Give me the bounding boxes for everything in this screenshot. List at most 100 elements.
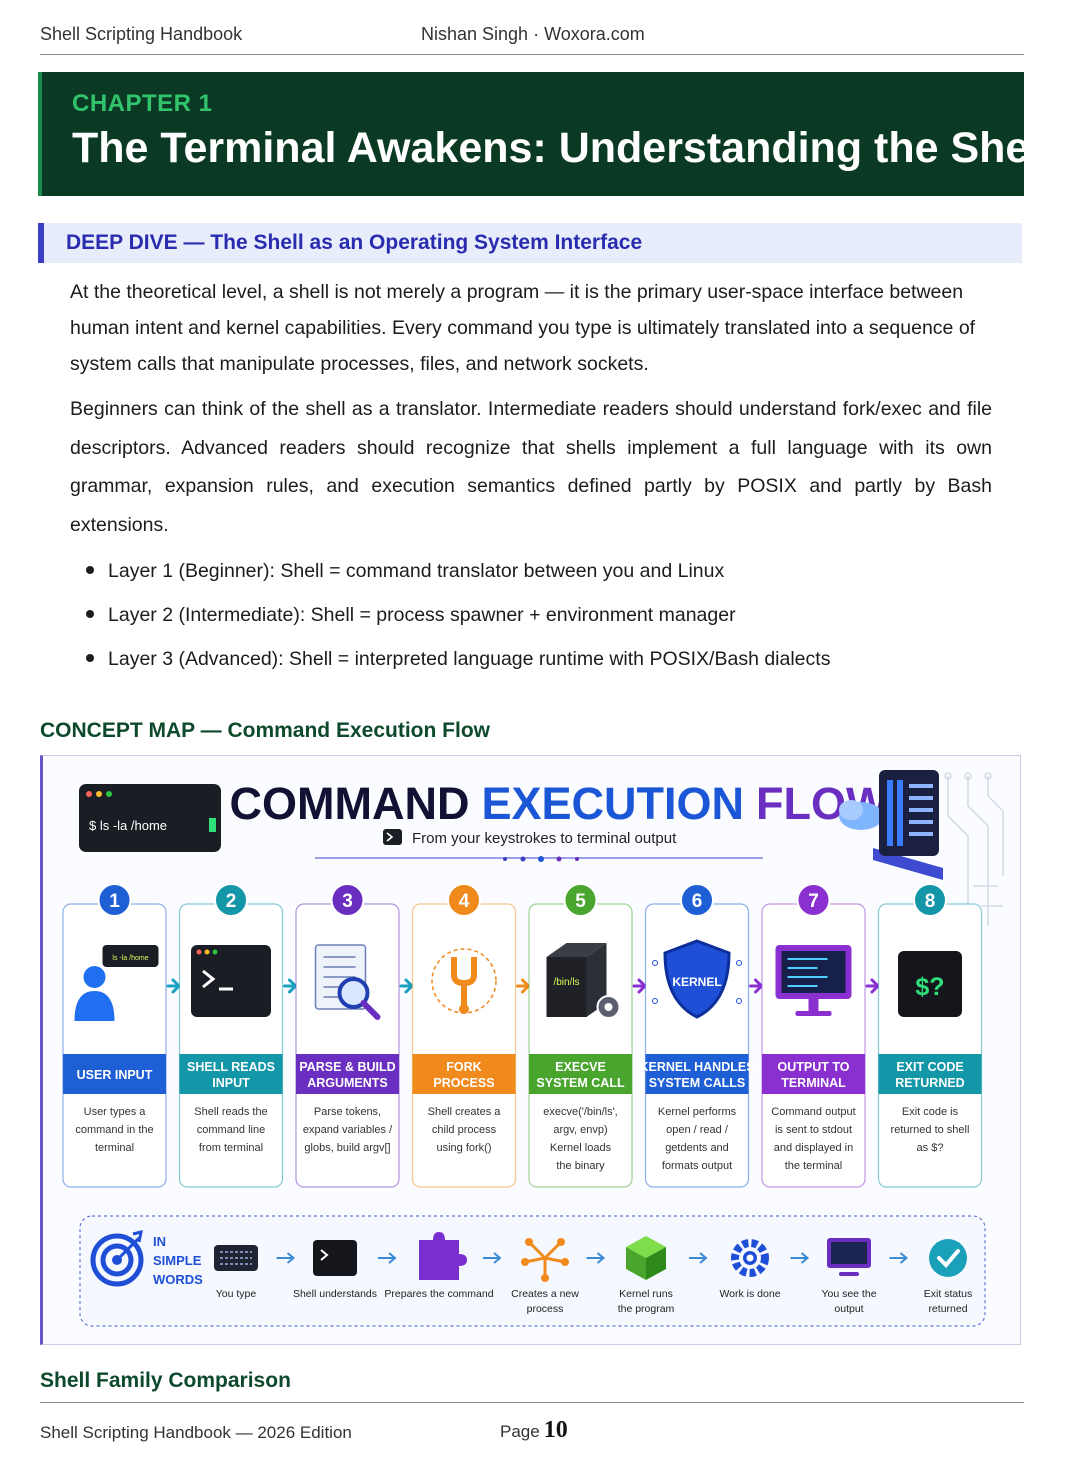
step-number: 6 bbox=[692, 891, 703, 912]
step-title-band bbox=[645, 1054, 749, 1094]
bullet-item: Layer 3 (Advanced): Shell = interpreted … bbox=[86, 648, 830, 671]
flow-arrow-icon bbox=[166, 978, 182, 994]
step-number: 8 bbox=[925, 891, 936, 912]
simple-step: Creates a new process bbox=[511, 1238, 579, 1315]
simple-arrow-icon bbox=[586, 1252, 606, 1264]
simple-step-label: Work is done bbox=[719, 1288, 780, 1300]
step-title: PROCESS bbox=[433, 1076, 494, 1090]
server-cloud-icon bbox=[839, 770, 943, 880]
bullet-item: Layer 1 (Beginner): Shell = command tran… bbox=[86, 560, 724, 583]
target-icon bbox=[90, 1229, 144, 1287]
terminal-window-icon bbox=[79, 784, 221, 852]
simple-arrow-icon bbox=[889, 1252, 909, 1264]
simple-arrow-icon bbox=[689, 1252, 708, 1264]
prompt-icon bbox=[383, 829, 402, 845]
figure-subtitle: From your keystrokes to terminal output bbox=[412, 830, 677, 847]
step-number-badge bbox=[330, 883, 365, 917]
step-description: User types a bbox=[84, 1106, 147, 1118]
step-title: OUTPUT TO bbox=[778, 1060, 850, 1074]
step-title: SHELL READS bbox=[187, 1060, 275, 1074]
step-number: 4 bbox=[459, 891, 470, 912]
step-title-band bbox=[412, 1054, 516, 1094]
binary-label: /bin/ls bbox=[553, 977, 579, 988]
bullet-text: Layer 1 (Beginner): Shell = command tran… bbox=[108, 560, 725, 582]
flow-arrow-icon bbox=[399, 978, 415, 994]
step-title-band bbox=[762, 1054, 865, 1094]
chat-bubble-text: ls -la /home bbox=[112, 955, 148, 962]
checkmark-icon bbox=[929, 1239, 967, 1277]
bullet-dot bbox=[86, 610, 94, 618]
step-title: PARSE & BUILD bbox=[299, 1060, 395, 1074]
simple-words-box bbox=[79, 1215, 986, 1327]
binary-box-icon: /bin/ls bbox=[546, 943, 621, 1019]
step-number: 2 bbox=[226, 891, 237, 912]
step-title: FORK bbox=[446, 1060, 481, 1074]
step-description: is sent to stdout bbox=[775, 1124, 852, 1136]
step-description: terminal bbox=[95, 1142, 134, 1154]
step-title-band bbox=[179, 1054, 283, 1094]
flow-arrow-icon bbox=[632, 978, 648, 994]
bullet-text: Layer 2 (Intermediate): Shell = process … bbox=[108, 604, 736, 626]
step-number: 7 bbox=[808, 891, 819, 912]
step-number-badge bbox=[913, 883, 947, 917]
cube-icon bbox=[626, 1236, 666, 1280]
gear-icon bbox=[731, 1239, 769, 1277]
fork-icon bbox=[431, 948, 497, 1014]
step-number: 1 bbox=[109, 891, 120, 912]
step-description: Kernel loads bbox=[550, 1142, 612, 1154]
bullet-item: Layer 2 (Intermediate): Shell = process … bbox=[86, 604, 736, 627]
step-description: the binary bbox=[556, 1160, 605, 1172]
simple-step-label: Kernel runs bbox=[619, 1288, 673, 1300]
chapter-title: The Terminal Awakens: Understanding the … bbox=[72, 124, 1054, 172]
header-author: Nishan Singh · Woxora.com bbox=[421, 24, 645, 44]
step-description: argv, envp) bbox=[553, 1124, 607, 1136]
chapter-label: CHAPTER 1 bbox=[72, 90, 213, 117]
step-description: Exit code is bbox=[902, 1106, 959, 1118]
step-description: command in the bbox=[75, 1124, 153, 1136]
step-description: Shell creates a bbox=[428, 1106, 502, 1118]
flow-arrow-icon bbox=[516, 978, 531, 994]
simple-step-label: process bbox=[527, 1303, 564, 1315]
simple-label-line1: IN bbox=[153, 1234, 166, 1249]
flow-arrow-icon bbox=[749, 978, 764, 994]
simple-arrow-icon bbox=[790, 1252, 810, 1264]
document-search-icon bbox=[314, 944, 381, 1020]
step-description: Kernel performs bbox=[658, 1106, 737, 1118]
shell-family-heading: Shell Family Comparison bbox=[40, 1369, 291, 1392]
keyboard-icon bbox=[214, 1245, 258, 1271]
footer-edition: Shell Scripting Handbook — 2026 Edition bbox=[40, 1423, 352, 1442]
deep-dive-heading: DEEP DIVE — The Shell as an Operating Sy… bbox=[38, 223, 1022, 263]
simple-step-label: output bbox=[834, 1303, 863, 1315]
monitor-output-icon bbox=[775, 945, 852, 1016]
step-description: and displayed in bbox=[774, 1142, 854, 1154]
simple-arrow-icon bbox=[378, 1252, 397, 1264]
header-book-title: Shell Scripting Handbook bbox=[40, 24, 243, 44]
flow-arrow-icon bbox=[865, 978, 881, 994]
flow-arrow-icon bbox=[283, 978, 298, 994]
kernel-shield-icon: KERNEL bbox=[652, 939, 742, 1019]
simple-step: Work is done bbox=[719, 1239, 781, 1300]
step-description: expand variables / bbox=[303, 1124, 393, 1136]
simple-step-label: Creates a new bbox=[511, 1288, 579, 1300]
step-number-badge bbox=[563, 883, 598, 917]
step-title: USER INPUT bbox=[77, 1068, 153, 1082]
step-title: SYSTEM CALLS bbox=[649, 1076, 746, 1090]
terminal-command-text: $ ls -la /home bbox=[89, 818, 167, 833]
circuit-decoration-icon bbox=[944, 772, 1004, 926]
step-number-badge bbox=[680, 883, 714, 917]
step-description: as $? bbox=[917, 1142, 944, 1154]
step-number-badge bbox=[214, 883, 248, 917]
step-title-band bbox=[878, 1054, 982, 1094]
terminal-icon bbox=[313, 1240, 357, 1276]
step-description: formats output bbox=[662, 1160, 732, 1172]
simple-step: You type bbox=[214, 1245, 258, 1300]
